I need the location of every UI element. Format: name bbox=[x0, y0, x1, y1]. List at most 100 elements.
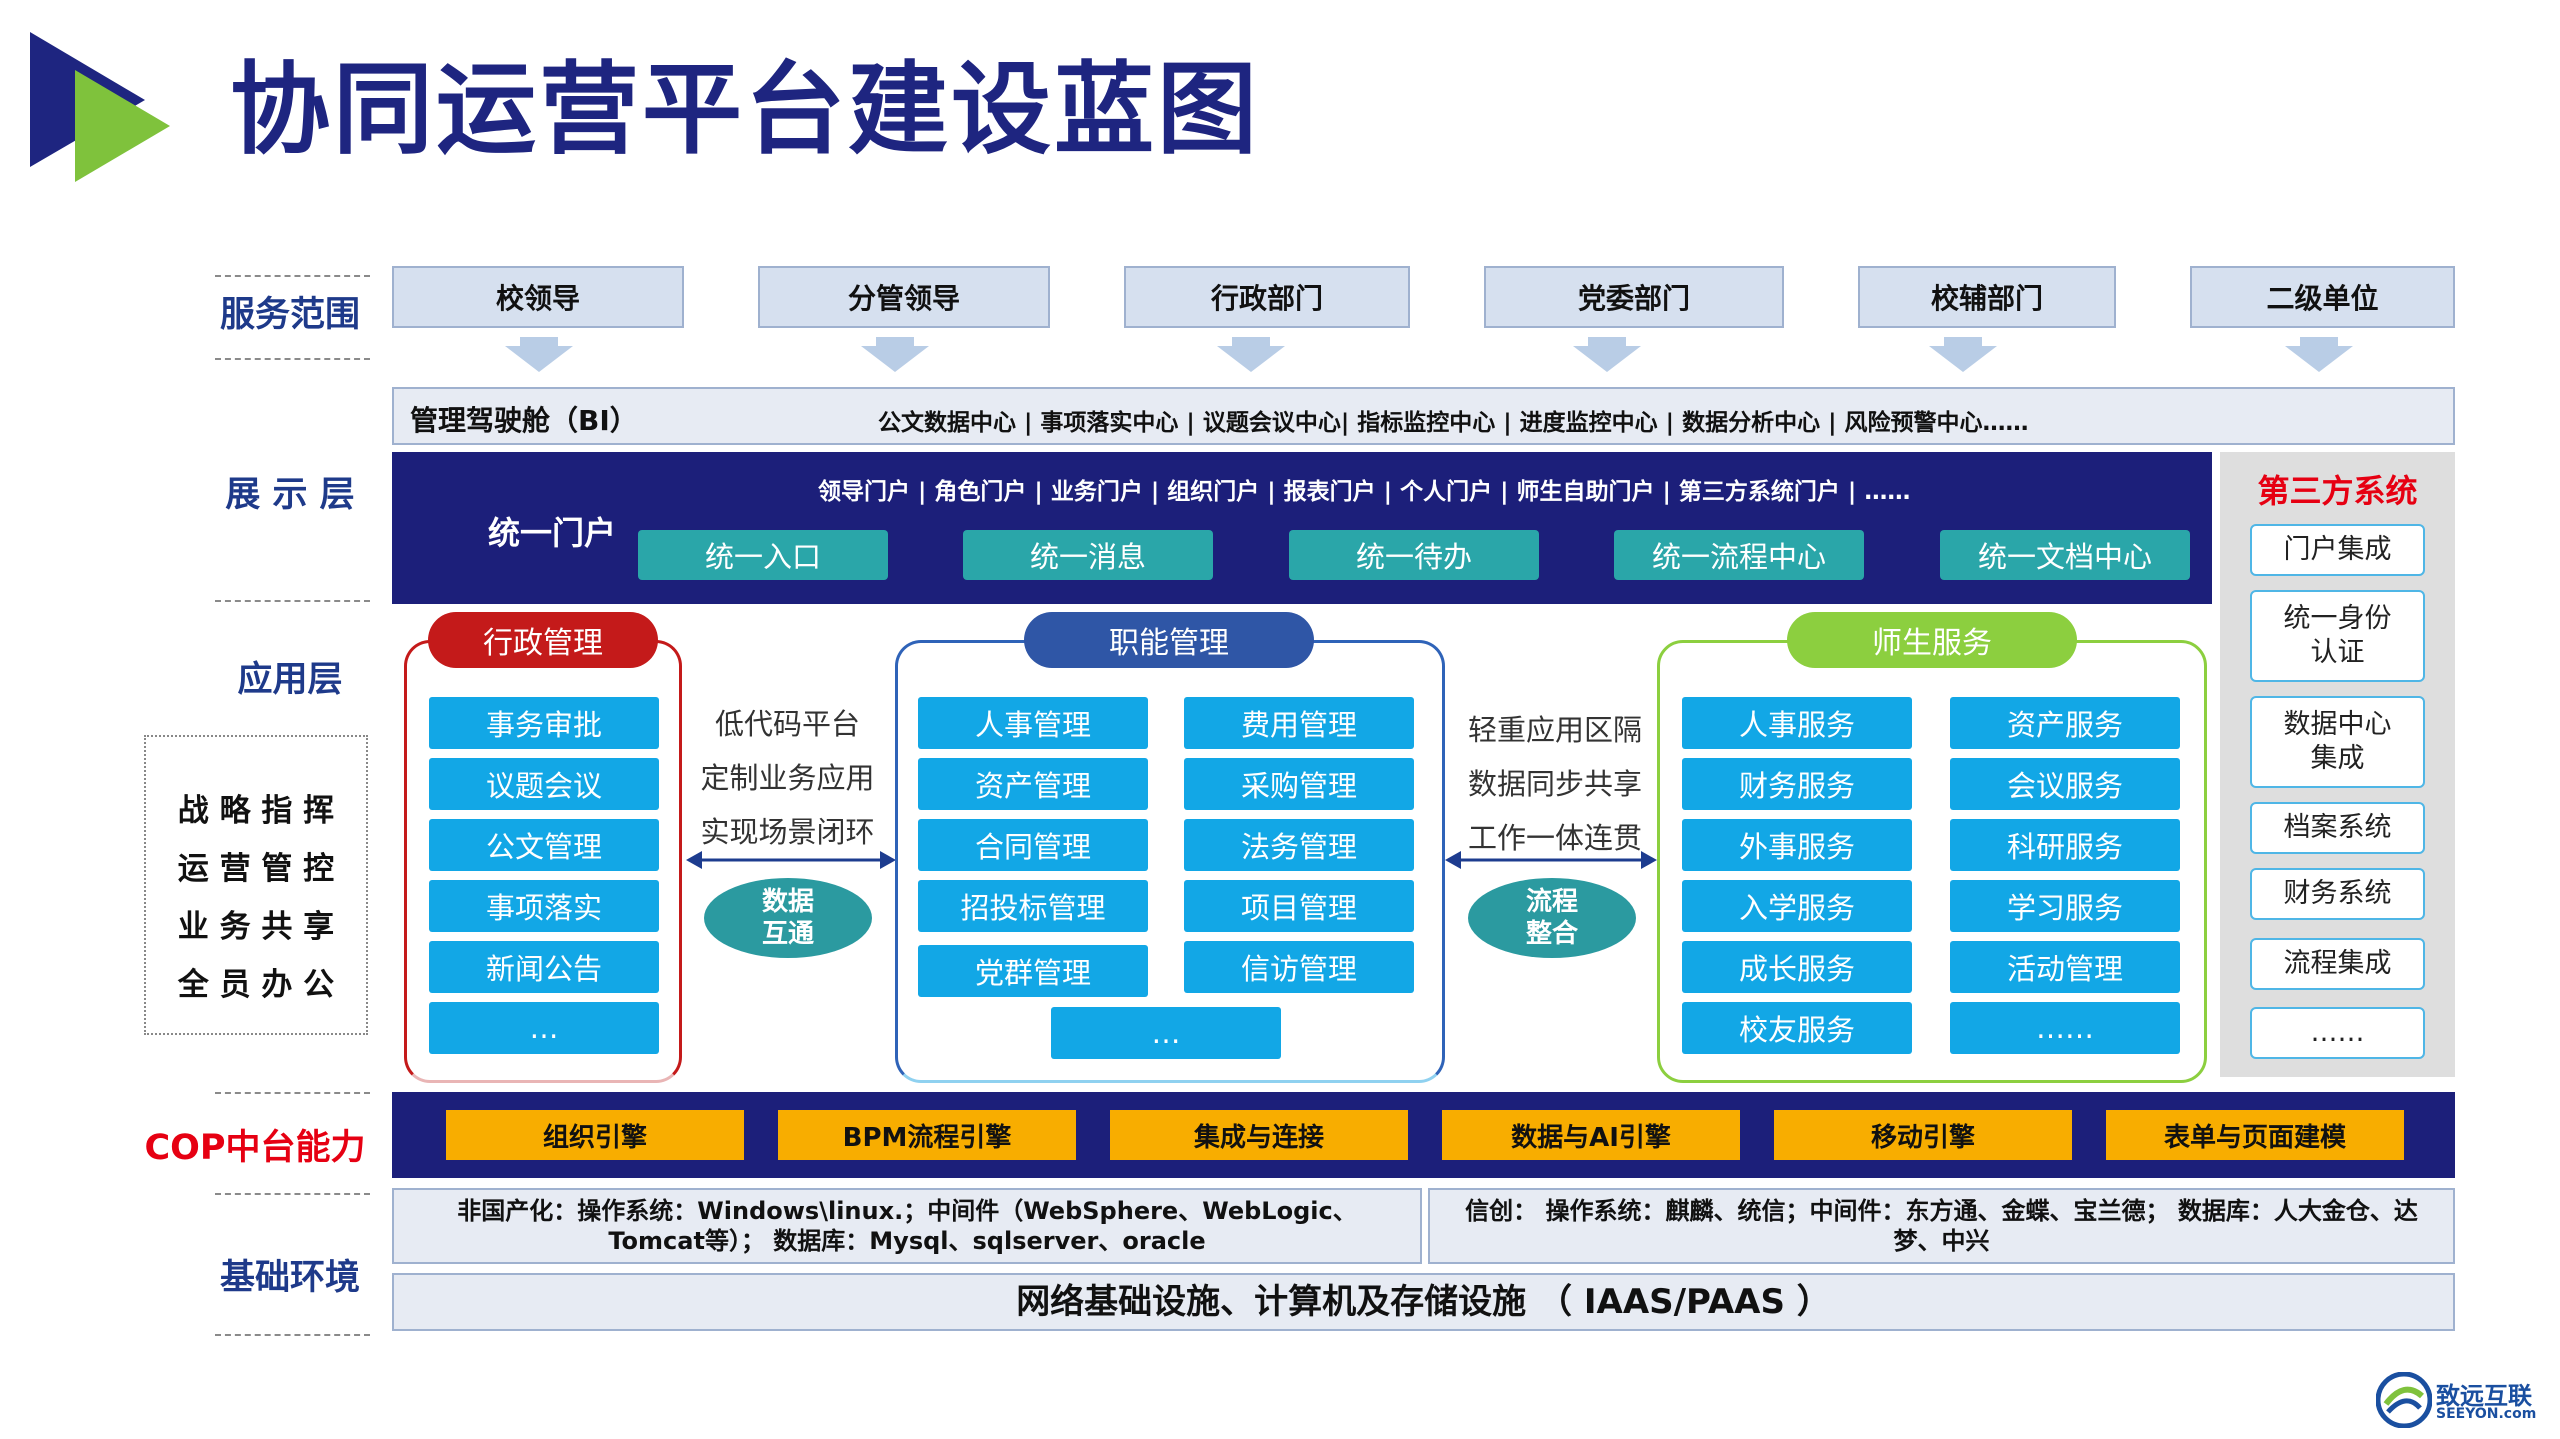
portal-unified-todo[interactable]: 统一待办 bbox=[1289, 530, 1539, 580]
service-box-admin-depts: 行政部门 bbox=[1124, 266, 1410, 328]
bi-label: 管理驾驶舱（BI） bbox=[410, 404, 638, 437]
admin-item[interactable]: 新闻公告 bbox=[429, 941, 659, 993]
functional-item[interactable]: 招投标管理 bbox=[918, 880, 1148, 932]
cop-engine-data-ai[interactable]: 数据与AI引擎 bbox=[1442, 1110, 1740, 1160]
functional-item[interactable]: 信访管理 bbox=[1184, 941, 1414, 993]
data-interop-oval: 数据 互通 bbox=[704, 878, 872, 958]
functional-item-more[interactable]: … bbox=[1051, 1007, 1281, 1059]
third-party-finance-system[interactable]: 财务系统 bbox=[2250, 868, 2425, 920]
functional-item[interactable]: 人事管理 bbox=[918, 697, 1148, 749]
admin-item[interactable]: 事务审批 bbox=[429, 697, 659, 749]
strategy-line: 战 略 指 挥 bbox=[177, 793, 335, 829]
portal-document-center[interactable]: 统一文档中心 bbox=[1940, 530, 2190, 580]
separator bbox=[215, 358, 370, 360]
admin-management-title: 行政管理 bbox=[428, 612, 658, 668]
functional-item[interactable]: 采购管理 bbox=[1184, 758, 1414, 810]
service-item[interactable]: 外事服务 bbox=[1682, 819, 1912, 871]
admin-item-more[interactable]: … bbox=[429, 1002, 659, 1054]
third-party-panel: 第三方系统 门户集成 统一身份 认证 数据中心 集成 档案系统 财务系统 流程集… bbox=[2220, 452, 2455, 1077]
oval-line: 数据 bbox=[761, 887, 814, 917]
third-party-title: 第三方系统 bbox=[2257, 472, 2418, 510]
service-item[interactable]: 科研服务 bbox=[1950, 819, 2180, 871]
service-box-party-depts: 党委部门 bbox=[1484, 266, 1784, 328]
double-arrow-icon bbox=[1445, 851, 1657, 869]
label-line: 数据中心 bbox=[2283, 709, 2392, 740]
strategy-line: 运 营 管 控 bbox=[177, 851, 335, 887]
separator bbox=[215, 275, 370, 277]
logo-text-cn: 致远互联 bbox=[2436, 1382, 2532, 1410]
cop-engine-form-page[interactable]: 表单与页面建模 bbox=[2106, 1110, 2404, 1160]
portal-unified-entry[interactable]: 统一入口 bbox=[638, 530, 888, 580]
down-arrow-icon bbox=[1217, 346, 1285, 372]
non-domestic-environment: 非国产化：操作系统：Windows\linux.；中间件（WebSphere、W… bbox=[392, 1188, 1422, 1264]
lowcode-line: 低代码平台 bbox=[714, 707, 860, 741]
service-item[interactable]: 财务服务 bbox=[1682, 758, 1912, 810]
functional-item[interactable]: 项目管理 bbox=[1184, 880, 1414, 932]
functional-management-panel: 人事管理 资产管理 合同管理 招投标管理 党群管理 费用管理 采购管理 法务管理… bbox=[895, 640, 1445, 1083]
label-line: 认证 bbox=[2310, 637, 2365, 668]
down-arrow-icon bbox=[2300, 337, 2338, 347]
cop-engine-bpm[interactable]: BPM流程引擎 bbox=[778, 1110, 1076, 1160]
third-party-identity-auth[interactable]: 统一身份 认证 bbox=[2250, 590, 2425, 682]
cop-engine-integration[interactable]: 集成与连接 bbox=[1110, 1110, 1408, 1160]
service-item[interactable]: 人事服务 bbox=[1682, 697, 1912, 749]
service-item[interactable]: 校友服务 bbox=[1682, 1002, 1912, 1054]
functional-item[interactable]: 资产管理 bbox=[918, 758, 1148, 810]
admin-item[interactable]: 议题会议 bbox=[429, 758, 659, 810]
down-arrow-icon bbox=[861, 346, 929, 372]
page-title: 协同运营平台建设蓝图 bbox=[230, 51, 1260, 168]
down-arrow-icon bbox=[1929, 346, 1997, 372]
xinchuang-environment: 信创： 操作系统：麒麟、统信；中间件：东方通、金蝶、宝兰德； 数据库：人大金仓、… bbox=[1428, 1188, 2455, 1264]
label-line: 集成 bbox=[2310, 743, 2365, 774]
functional-item[interactable]: 费用管理 bbox=[1184, 697, 1414, 749]
functional-item[interactable]: 党群管理 bbox=[918, 945, 1148, 997]
service-item[interactable]: 资产服务 bbox=[1950, 697, 2180, 749]
strategy-line: 业 务 共 享 bbox=[177, 909, 335, 945]
lowcode-line: 定制业务应用 bbox=[700, 761, 875, 795]
service-item[interactable]: 会议服务 bbox=[1950, 758, 2180, 810]
unified-portal-bar: 领导门户 | 角色门户 | 业务门户 | 组织门户 | 报表门户 | 个人门户 … bbox=[392, 452, 2212, 604]
down-arrow-icon bbox=[520, 337, 558, 347]
down-arrow-icon bbox=[876, 337, 914, 347]
service-box-secondary-units: 二级单位 bbox=[2190, 266, 2455, 328]
third-party-archive-system[interactable]: 档案系统 bbox=[2250, 802, 2425, 854]
row-label-service: 服务范围 bbox=[219, 295, 360, 335]
admin-management-panel: 事务审批 议题会议 公文管理 事项落实 新闻公告 … bbox=[404, 640, 682, 1083]
row-label-cop: COP中台能力 bbox=[144, 1128, 366, 1168]
strategy-box: 战 略 指 挥 运 营 管 控 业 务 共 享 全 员 办 公 bbox=[144, 735, 368, 1035]
third-party-data-center[interactable]: 数据中心 集成 bbox=[2250, 696, 2425, 788]
portal-label: 统一门户 bbox=[488, 514, 617, 552]
bi-bar: 管理驾驶舱（BI） 公文数据中心 | 事项落实中心 | 议题会议中心| 指标监控… bbox=[392, 387, 2455, 445]
teacher-student-services-title: 师生服务 bbox=[1787, 612, 2077, 668]
lightweight-text: 轻重应用区隔 数据同步共享 工作一体连贯 bbox=[1455, 703, 1655, 865]
service-item-more[interactable]: …… bbox=[1950, 1002, 2180, 1054]
cop-engine-mobile[interactable]: 移动引擎 bbox=[1774, 1110, 2072, 1160]
admin-item[interactable]: 公文管理 bbox=[429, 819, 659, 871]
down-arrow-icon bbox=[505, 346, 573, 372]
third-party-portal-integration[interactable]: 门户集成 bbox=[2250, 524, 2425, 576]
portal-items: 领导门户 | 角色门户 | 业务门户 | 组织门户 | 报表门户 | 个人门户 … bbox=[818, 479, 1911, 505]
third-party-more[interactable]: …… bbox=[2250, 1007, 2425, 1059]
service-item[interactable]: 成长服务 bbox=[1682, 941, 1912, 993]
service-box-deputy-leaders: 分管领导 bbox=[758, 266, 1050, 328]
down-arrow-icon bbox=[1944, 337, 1982, 347]
seeyon-logo-icon bbox=[2376, 1372, 2432, 1428]
service-item[interactable]: 学习服务 bbox=[1950, 880, 2180, 932]
admin-item[interactable]: 事项落实 bbox=[429, 880, 659, 932]
functional-item[interactable]: 合同管理 bbox=[918, 819, 1148, 871]
row-label-base: 基础环境 bbox=[219, 1258, 360, 1298]
functional-item[interactable]: 法务管理 bbox=[1184, 819, 1414, 871]
row-label-display: 展 示 层 bbox=[225, 475, 355, 515]
lowcode-text: 低代码平台 定制业务应用 实现场景闭环 bbox=[690, 697, 885, 859]
portal-process-center[interactable]: 统一流程中心 bbox=[1614, 530, 1864, 580]
service-item[interactable]: 活动管理 bbox=[1950, 941, 2180, 993]
cop-engine-organization[interactable]: 组织引擎 bbox=[446, 1110, 744, 1160]
portal-unified-message[interactable]: 统一消息 bbox=[963, 530, 1213, 580]
oval-line: 互通 bbox=[761, 919, 814, 949]
third-party-process-integration[interactable]: 流程集成 bbox=[2250, 938, 2425, 990]
service-item[interactable]: 入学服务 bbox=[1682, 880, 1912, 932]
service-box-auxiliary-depts: 校辅部门 bbox=[1858, 266, 2116, 328]
label-line: 统一身份 bbox=[2283, 603, 2392, 634]
separator bbox=[215, 1193, 370, 1195]
brand-arrow-icon bbox=[30, 32, 170, 182]
